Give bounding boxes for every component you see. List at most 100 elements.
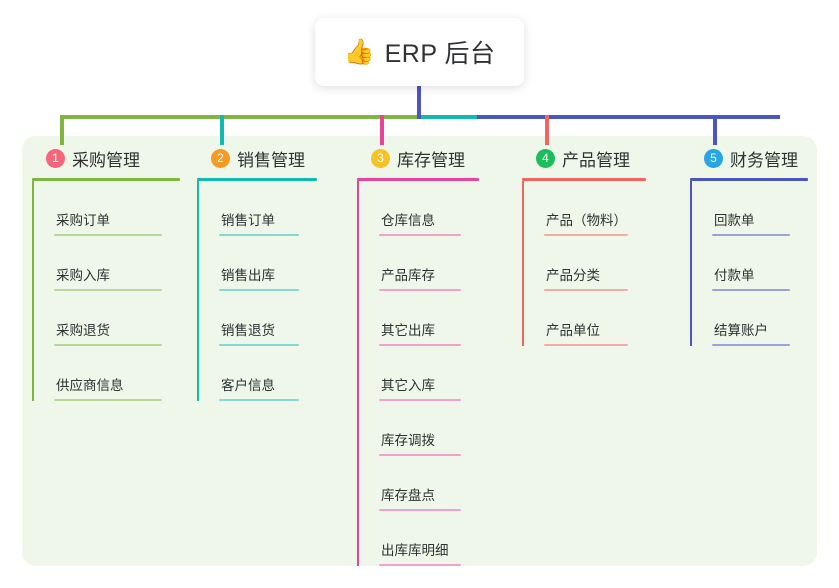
leaf-item-label: 供应商信息 — [56, 378, 124, 393]
branch-drop-connector — [60, 115, 64, 145]
leaf-item-label: 仓库信息 — [381, 213, 435, 228]
branch-items: 采购订单采购入库采购退货供应商信息 — [32, 181, 180, 401]
leaf-item-label: 库存盘点 — [381, 488, 435, 503]
root-stem-connector — [417, 84, 421, 119]
leaf-item-underline — [219, 234, 299, 236]
branch-column-3: 3 库存管理仓库信息产品库存其它出库其它入库库存调拨库存盘点出库库明细 — [357, 145, 479, 566]
leaf-item-label: 采购入库 — [56, 268, 110, 283]
branch-title: 销售管理 — [237, 150, 305, 170]
leaf-item-label: 产品（物料） — [546, 213, 627, 228]
branch-number-badge: 3 — [371, 148, 390, 168]
leaf-item[interactable]: 产品（物料） — [522, 181, 646, 236]
bus-segment — [420, 115, 477, 119]
leaf-item-underline — [544, 234, 628, 236]
branch-drop-connector — [380, 115, 384, 145]
leaf-item[interactable]: 采购入库 — [32, 236, 180, 291]
leaf-item[interactable]: 库存调拨 — [357, 401, 479, 456]
leaf-item[interactable]: 库存盘点 — [357, 456, 479, 511]
leaf-item-label: 产品单位 — [546, 323, 600, 338]
leaf-item[interactable]: 仓库信息 — [357, 181, 479, 236]
leaf-item-underline — [54, 399, 162, 401]
branch-number-badge: 4 — [536, 148, 555, 168]
leaf-item[interactable]: 结算账户 — [690, 291, 808, 346]
leaf-item-underline — [544, 289, 628, 291]
leaf-item-label: 产品库存 — [381, 268, 435, 283]
leaf-item[interactable]: 销售出库 — [197, 236, 317, 291]
leaf-item-underline — [379, 289, 461, 291]
leaf-item[interactable]: 其它入库 — [357, 346, 479, 401]
root-node-label: ERP 后台 — [384, 40, 496, 68]
branch-column-4: 4 产品管理产品（物料） 产品分类产品单位 — [522, 145, 646, 346]
branch-underline — [690, 178, 808, 181]
branch-title: 采购管理 — [72, 150, 140, 170]
branch-number-badge: 5 — [704, 148, 723, 168]
branch-spine-connector — [357, 181, 359, 566]
leaf-item-underline — [219, 344, 299, 346]
branch-underline — [357, 178, 479, 181]
branch-title: 财务管理 — [730, 150, 798, 170]
branch-spine-connector — [522, 181, 524, 346]
leaf-item-label: 销售订单 — [221, 213, 275, 228]
leaf-item[interactable]: 采购退货 — [32, 291, 180, 346]
leaf-item[interactable]: 付款单 — [690, 236, 808, 291]
leaf-item-underline — [379, 399, 461, 401]
leaf-item[interactable]: 出库库明细 — [357, 511, 479, 566]
leaf-item-label: 采购退货 — [56, 323, 110, 338]
leaf-item-underline — [712, 344, 790, 346]
branch-header[interactable]: 1 采购管理 — [32, 145, 180, 171]
branch-underline — [197, 178, 317, 181]
thumbs-up-icon: 👍 — [343, 37, 375, 66]
horizontal-bus-connector — [60, 115, 780, 119]
branch-column-1: 1 采购管理采购订单采购入库采购退货供应商信息 — [32, 145, 180, 401]
leaf-item-label: 付款单 — [714, 268, 755, 283]
branch-header[interactable]: 4 产品管理 — [522, 145, 646, 171]
leaf-item-label: 其它出库 — [381, 323, 435, 338]
bus-segment — [60, 115, 420, 119]
branch-header[interactable]: 3 库存管理 — [357, 145, 479, 171]
branch-items: 回款单付款单结算账户 — [690, 181, 808, 346]
branch-items: 产品（物料） 产品分类产品单位 — [522, 181, 646, 346]
leaf-item[interactable]: 产品单位 — [522, 291, 646, 346]
leaf-item[interactable]: 供应商信息 — [32, 346, 180, 401]
leaf-item-label: 回款单 — [714, 213, 755, 228]
branch-number-badge: 1 — [46, 148, 65, 168]
branch-title: 库存管理 — [397, 150, 465, 170]
branch-header[interactable]: 5 财务管理 — [690, 145, 808, 171]
branch-number-badge: 2 — [211, 148, 230, 168]
leaf-item-label: 销售退货 — [221, 323, 275, 338]
leaf-item-underline — [379, 454, 461, 456]
branch-spine-connector — [32, 181, 34, 401]
branch-underline — [32, 178, 180, 181]
leaf-item-label: 出库库明细 — [381, 543, 449, 558]
leaf-item[interactable]: 其它出库 — [357, 291, 479, 346]
leaf-item[interactable]: 销售退货 — [197, 291, 317, 346]
leaf-item-label: 库存调拨 — [381, 433, 435, 448]
leaf-item-label: 产品分类 — [546, 268, 600, 283]
leaf-item[interactable]: 客户信息 — [197, 346, 317, 401]
branch-column-5: 5 财务管理回款单付款单结算账户 — [690, 145, 808, 346]
leaf-item[interactable]: 产品分类 — [522, 236, 646, 291]
leaf-item-label: 其它入库 — [381, 378, 435, 393]
branch-title: 产品管理 — [562, 150, 630, 170]
leaf-item-label: 结算账户 — [714, 323, 768, 338]
leaf-item[interactable]: 产品库存 — [357, 236, 479, 291]
leaf-item-underline — [379, 509, 461, 511]
leaf-item-underline — [54, 234, 162, 236]
branches-panel — [22, 136, 817, 566]
leaf-item-label: 采购订单 — [56, 213, 110, 228]
leaf-item-underline — [379, 234, 461, 236]
bus-segment — [477, 115, 780, 119]
leaf-item-underline — [219, 289, 299, 291]
leaf-item[interactable]: 销售订单 — [197, 181, 317, 236]
leaf-item[interactable]: 采购订单 — [32, 181, 180, 236]
branch-header[interactable]: 2 销售管理 — [197, 145, 317, 171]
root-node[interactable]: 👍 ERP 后台 — [315, 18, 524, 86]
branch-items: 仓库信息产品库存其它出库其它入库库存调拨库存盘点出库库明细 — [357, 181, 479, 566]
leaf-item[interactable]: 回款单 — [690, 181, 808, 236]
leaf-item-underline — [379, 564, 461, 566]
branch-underline — [522, 178, 646, 181]
leaf-item-underline — [712, 234, 790, 236]
branch-drop-connector — [220, 115, 224, 145]
branch-spine-connector — [197, 181, 199, 401]
